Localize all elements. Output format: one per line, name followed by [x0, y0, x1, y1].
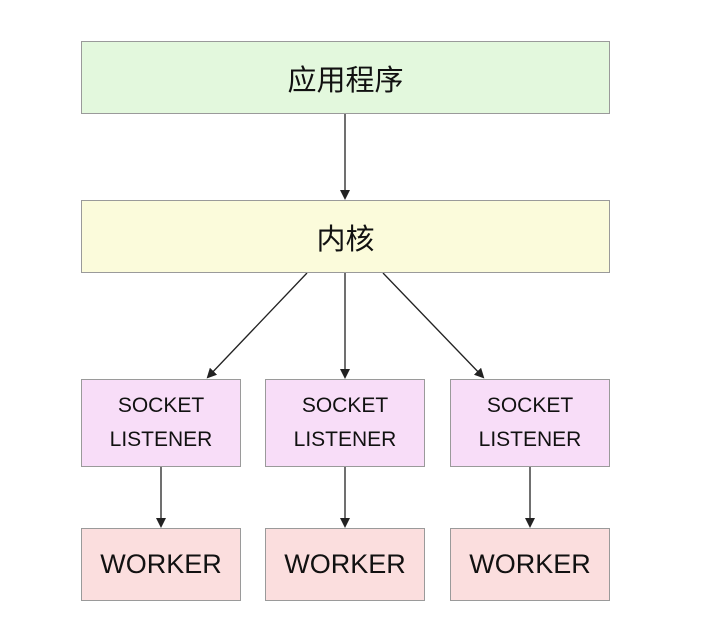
socket-listener-line2: LISTENER — [478, 428, 582, 451]
worker-box-3: WORKER — [450, 528, 610, 601]
socket-listener-line1: SOCKET — [486, 394, 574, 417]
worker-label: WORKER — [100, 549, 222, 579]
socket-listener-line1: SOCKET — [301, 394, 389, 417]
socket-listener-line1: SOCKET — [117, 394, 205, 417]
kernel-label: 内核 — [316, 221, 375, 256]
worker-box-2: WORKER — [265, 528, 425, 601]
application-box: 应用程序 — [81, 41, 610, 114]
socket-listener-line2: LISTENER — [293, 428, 397, 451]
socket-listener-box-1: SOCKET LISTENER — [81, 379, 241, 467]
kernel-box: 内核 — [81, 200, 610, 273]
worker-label: WORKER — [469, 549, 591, 579]
socket-listener-box-3: SOCKET LISTENER — [450, 379, 610, 467]
arrow-kernel-to-listener-3 — [382, 272, 485, 379]
socket-listener-line2: LISTENER — [109, 428, 213, 451]
worker-box-1: WORKER — [81, 528, 241, 601]
arrow-kernel-to-listener-1 — [206, 272, 308, 379]
application-label: 应用程序 — [287, 62, 404, 97]
socket-listener-box-2: SOCKET LISTENER — [265, 379, 425, 467]
worker-label: WORKER — [284, 549, 406, 579]
